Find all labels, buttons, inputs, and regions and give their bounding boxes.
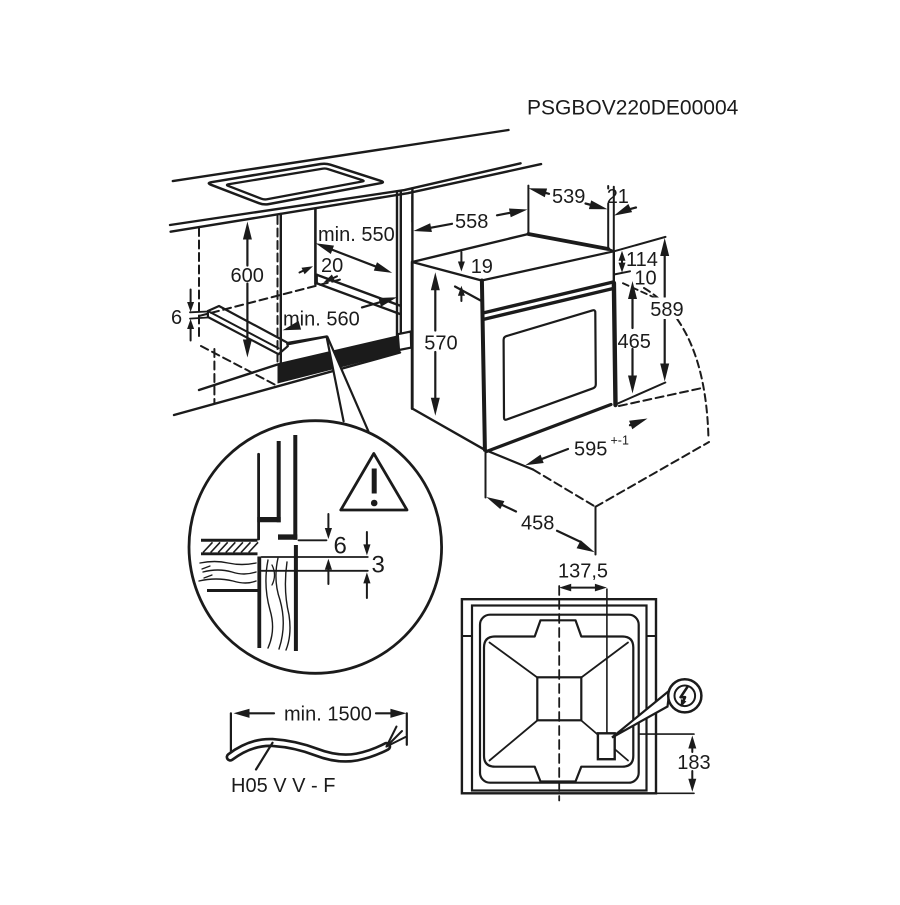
svg-text:589: 589 (650, 299, 683, 321)
svg-text:min. 1500: min. 1500 (284, 704, 372, 726)
svg-text:458: 458 (521, 513, 554, 535)
svg-text:min. 550: min. 550 (318, 224, 395, 246)
svg-text:600: 600 (231, 265, 264, 287)
svg-text:558: 558 (455, 211, 488, 233)
svg-text:20: 20 (321, 255, 343, 277)
svg-text:min. 560: min. 560 (283, 309, 360, 331)
svg-text:539: 539 (552, 186, 585, 208)
svg-text:6: 6 (334, 533, 347, 560)
svg-text:465: 465 (618, 331, 651, 353)
svg-text:+-1: +-1 (611, 434, 629, 448)
svg-text:10: 10 (634, 268, 656, 290)
svg-text:3: 3 (372, 552, 385, 579)
svg-text:595: 595 (574, 439, 607, 461)
svg-text:19: 19 (471, 256, 493, 278)
svg-text:21: 21 (607, 186, 629, 208)
svg-text:6: 6 (171, 307, 182, 329)
svg-text:183: 183 (677, 752, 710, 774)
svg-text:137,5: 137,5 (558, 561, 608, 583)
svg-text:PSGBOV220DE00004: PSGBOV220DE00004 (527, 97, 739, 120)
svg-text:570: 570 (424, 333, 457, 355)
svg-text:114: 114 (626, 249, 658, 271)
svg-text:H05 V V - F: H05 V V - F (231, 775, 335, 797)
